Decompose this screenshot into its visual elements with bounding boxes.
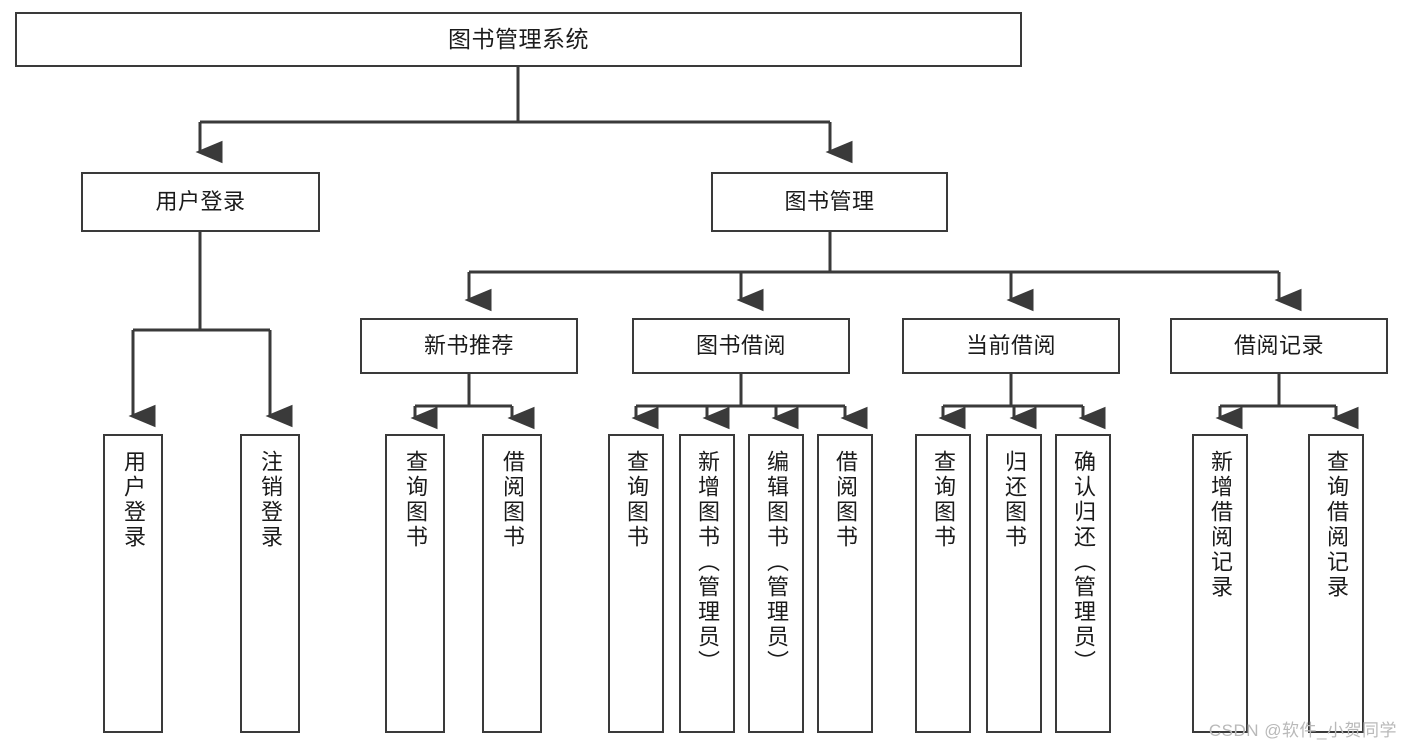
node-root[interactable]: 图书管理系统: [15, 12, 1022, 67]
node-leaf-borrow-book-2[interactable]: 借阅图书: [817, 434, 873, 733]
node-current-borrow[interactable]: 当前借阅: [902, 318, 1120, 374]
node-borrow-record[interactable]: 借阅记录: [1170, 318, 1388, 374]
node-leaf-query-book-1[interactable]: 查询图书: [385, 434, 445, 733]
node-leaf-borrow-book-1-label: 借阅图书: [500, 450, 525, 550]
node-leaf-add-book[interactable]: 新增图书（管理员）: [679, 434, 735, 733]
node-leaf-query-book-3-label: 查询图书: [931, 450, 956, 550]
node-new-book-recommend-label: 新书推荐: [423, 333, 514, 359]
node-leaf-borrow-book-2-label: 借阅图书: [833, 450, 858, 550]
node-leaf-confirm-return-label: 确认归还（管理员）: [1071, 450, 1096, 675]
node-borrow-record-label: 借阅记录: [1233, 333, 1324, 359]
node-leaf-add-record[interactable]: 新增借阅记录: [1192, 434, 1248, 733]
node-book-borrow-label: 图书借阅: [695, 333, 786, 359]
node-leaf-query-record[interactable]: 查询借阅记录: [1308, 434, 1364, 733]
node-leaf-query-book-2[interactable]: 查询图书: [608, 434, 664, 733]
node-leaf-logout-label: 注销登录: [258, 450, 283, 550]
node-user-login-label: 用户登录: [155, 189, 246, 215]
node-leaf-add-book-label: 新增图书（管理员）: [695, 450, 720, 675]
node-leaf-add-record-label: 新增借阅记录: [1208, 450, 1233, 600]
node-leaf-query-book-2-label: 查询图书: [624, 450, 649, 550]
node-leaf-return-book-label: 归还图书: [1002, 450, 1027, 550]
node-leaf-user-login-label: 用户登录: [121, 450, 146, 550]
node-leaf-return-book[interactable]: 归还图书: [986, 434, 1042, 733]
node-leaf-edit-book-label: 编辑图书（管理员）: [764, 450, 789, 675]
node-new-book-recommend[interactable]: 新书推荐: [360, 318, 578, 374]
node-leaf-borrow-book-1[interactable]: 借阅图书: [482, 434, 542, 733]
node-leaf-user-login[interactable]: 用户登录: [103, 434, 163, 733]
node-leaf-query-record-label: 查询借阅记录: [1324, 450, 1349, 600]
node-leaf-logout[interactable]: 注销登录: [240, 434, 300, 733]
node-leaf-edit-book[interactable]: 编辑图书（管理员）: [748, 434, 804, 733]
node-book-borrow[interactable]: 图书借阅: [632, 318, 850, 374]
node-leaf-query-book-3[interactable]: 查询图书: [915, 434, 971, 733]
node-leaf-confirm-return[interactable]: 确认归还（管理员）: [1055, 434, 1111, 733]
node-leaf-query-book-1-label: 查询图书: [403, 450, 428, 550]
node-current-borrow-label: 当前借阅: [965, 333, 1056, 359]
node-root-label: 图书管理系统: [448, 26, 589, 53]
node-user-login[interactable]: 用户登录: [81, 172, 320, 232]
node-book-manage[interactable]: 图书管理: [711, 172, 948, 232]
node-book-manage-label: 图书管理: [784, 189, 875, 215]
